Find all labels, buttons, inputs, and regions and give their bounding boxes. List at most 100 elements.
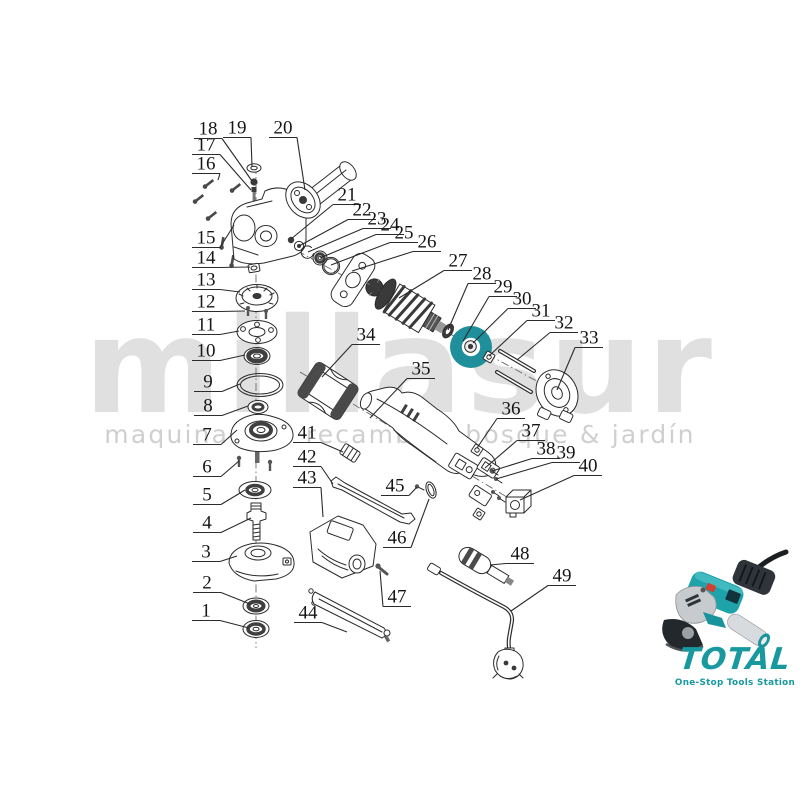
part-leader-line-20 — [296, 137, 306, 191]
part-side-handle-48 — [458, 546, 515, 586]
part-leader-line-24 — [319, 233, 377, 259]
part-number-20: 20 — [274, 118, 293, 139]
part-number-37: 37 — [522, 421, 541, 442]
part-leader-line-27 — [398, 270, 445, 299]
part-switch-mount-37 — [476, 457, 501, 479]
brand-tagline: One-Stop Tools Station — [674, 678, 796, 688]
part-bearing-cover-33 — [535, 369, 579, 424]
part-leader-line-13 — [219, 288, 241, 293]
part-number-11: 11 — [197, 315, 215, 336]
part-number-47: 47 — [388, 587, 407, 608]
part-leader-line-40 — [519, 474, 575, 501]
part-number-34: 34 — [357, 325, 377, 346]
part-number-12: 12 — [197, 292, 216, 313]
part-leader-line-16 — [217, 173, 221, 181]
part-brush-holder-41 — [339, 443, 361, 463]
part-number-19: 19 — [228, 118, 247, 139]
part-leader-line-36 — [476, 418, 498, 449]
part-leader-line-18 — [221, 138, 253, 182]
part-number-6: 6 — [202, 457, 212, 478]
part-number-8: 8 — [203, 396, 213, 417]
part-leader-line-14 — [219, 266, 251, 269]
part-ball-18 — [250, 178, 258, 186]
part-leader-line-42 — [320, 466, 334, 485]
part-leader-line-48 — [489, 562, 507, 566]
part-pin-wrench-44 — [308, 588, 391, 643]
product-grip — [727, 613, 771, 648]
part-screws-12 — [246, 306, 268, 319]
product-rear-cap — [732, 559, 776, 595]
part-number-31: 31 — [532, 301, 551, 322]
part-number-38: 38 — [537, 439, 556, 460]
part-leader-line-17 — [219, 154, 252, 191]
part-stator-34 — [297, 362, 359, 420]
part-number-45: 45 — [386, 476, 405, 497]
part-number-21: 21 — [338, 185, 357, 206]
part-number-36: 36 — [502, 399, 521, 420]
part-armature-27 — [365, 278, 450, 334]
part-leader-line-37 — [484, 440, 518, 469]
part-ring-46 — [425, 481, 437, 499]
part-leader-line-39 — [495, 461, 553, 480]
part-side-handle-20 — [285, 161, 357, 219]
brand-logo: TOTAL One-Stop Tools Station — [650, 642, 800, 688]
product-switch — [705, 582, 717, 593]
part-leader-line-3 — [219, 555, 238, 563]
part-o-ring-9 — [236, 373, 284, 397]
highlighted-part-30 — [450, 326, 492, 368]
part-bracket — [468, 484, 506, 521]
part-number-2: 2 — [202, 573, 212, 594]
part-leader-line-33 — [556, 347, 576, 391]
part-number-1: 1 — [201, 601, 211, 622]
part-washer-19 — [246, 163, 262, 173]
part-number-9: 9 — [203, 372, 213, 393]
part-leader-line-30 — [472, 308, 509, 344]
part-leader-line-45 — [408, 486, 418, 496]
part-number-33: 33 — [580, 328, 599, 349]
part-leader-line-1 — [219, 619, 250, 629]
part-leader-line-22 — [298, 219, 349, 247]
part-leader-line-11 — [219, 330, 240, 336]
part-flange-11 — [236, 320, 278, 344]
part-washer-28 — [442, 323, 454, 339]
product-body — [687, 571, 744, 614]
product-handle-cone — [703, 612, 726, 628]
part-power-cord-49 — [427, 562, 524, 680]
part-leader-line-25 — [330, 241, 391, 266]
product-body-teal — [687, 571, 744, 614]
brand-name: TOTAL — [677, 642, 793, 677]
part-number-35: 35 — [412, 359, 431, 380]
part-number-29: 29 — [494, 277, 513, 298]
part-number-40: 40 — [579, 456, 598, 477]
part-leader-line-10 — [219, 354, 246, 362]
part-number-10: 10 — [197, 341, 216, 362]
part-leader-line-35 — [369, 378, 408, 419]
part-number-42: 42 — [298, 447, 317, 468]
part-leader-line-23 — [307, 227, 364, 253]
part-number-43: 43 — [298, 468, 317, 489]
part-number-16: 16 — [197, 154, 216, 175]
part-pin-17 — [251, 187, 257, 201]
part-lever-bar-42 — [330, 476, 416, 525]
part-inner-flange-2 — [242, 597, 270, 615]
part-leader-line-8 — [221, 405, 249, 417]
part-number-13: 13 — [197, 270, 216, 291]
part-number-14: 14 — [197, 248, 217, 269]
part-leader-line-21 — [290, 204, 334, 240]
part-number-23: 23 — [368, 209, 387, 230]
part-clamp-nut-1 — [242, 620, 270, 638]
part-o-ring-25 — [321, 256, 341, 276]
part-leader-line-46 — [410, 498, 430, 548]
part-leader-line-34 — [321, 344, 353, 378]
product-photo — [662, 549, 789, 652]
part-leader-line-7 — [220, 429, 238, 445]
part-gear-13 — [235, 284, 279, 312]
part-leader-line-49 — [510, 585, 549, 612]
part-bearing-10 — [243, 347, 271, 365]
part-leader-line-6 — [220, 460, 240, 477]
part-leader-line-38 — [491, 457, 533, 472]
part-bushing-5 — [238, 481, 272, 499]
part-number-4: 4 — [202, 513, 212, 534]
